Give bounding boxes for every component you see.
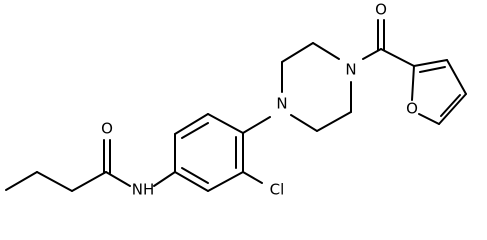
bond-amide-cn — [105, 171, 131, 187]
bond-pip-2 — [281, 42, 314, 63]
bond-ring-2 — [174, 113, 209, 135]
molecule-diagram: O NH Cl N N O O — [5, 1, 467, 199]
bond-pip-3 — [312, 42, 340, 60]
atom-oxygen-carbonyl-left: O — [101, 120, 113, 138]
bond-ring-5 — [207, 171, 244, 192]
bond-furan-1 — [411, 65, 415, 101]
bond-ring-3 — [207, 113, 244, 134]
atom-oxygen-carbonyl-right: O — [375, 1, 387, 19]
bond-ring-cl — [242, 171, 263, 184]
bond-carbonyl-furan — [380, 48, 415, 67]
atom-labels: O NH Cl N N O O — [101, 1, 418, 199]
atom-nitrogen-piperazine-right: N — [345, 61, 356, 79]
bond-n-aryl — [153, 171, 176, 187]
atom-nitrogen-amide: NH — [132, 181, 155, 199]
bond-furan-4 — [446, 59, 467, 95]
bond-chain-3 — [71, 171, 107, 192]
bond-pip-5 — [316, 111, 352, 132]
atom-nitrogen-piperazine-left: N — [276, 95, 287, 113]
bond-furan-5 — [413, 59, 448, 67]
bond-furan-2 — [418, 113, 440, 125]
atom-chlorine: Cl — [270, 181, 285, 199]
bond-furan-inner-2 — [440, 94, 461, 117]
bond-furan-3 — [438, 93, 467, 125]
bond-ring-inner-1 — [181, 122, 209, 139]
bond-ring-inner-3 — [181, 167, 209, 184]
bonds — [5, 19, 467, 192]
bond-ring-pip — [242, 116, 271, 134]
bond-chain-1 — [5, 171, 38, 191]
bond-furan-inner-1 — [419, 66, 446, 73]
bond-pip-6 — [290, 114, 318, 132]
atom-oxygen-furan: O — [406, 100, 418, 118]
bond-ring-6 — [174, 171, 209, 192]
bond-chain-2 — [36, 171, 73, 192]
